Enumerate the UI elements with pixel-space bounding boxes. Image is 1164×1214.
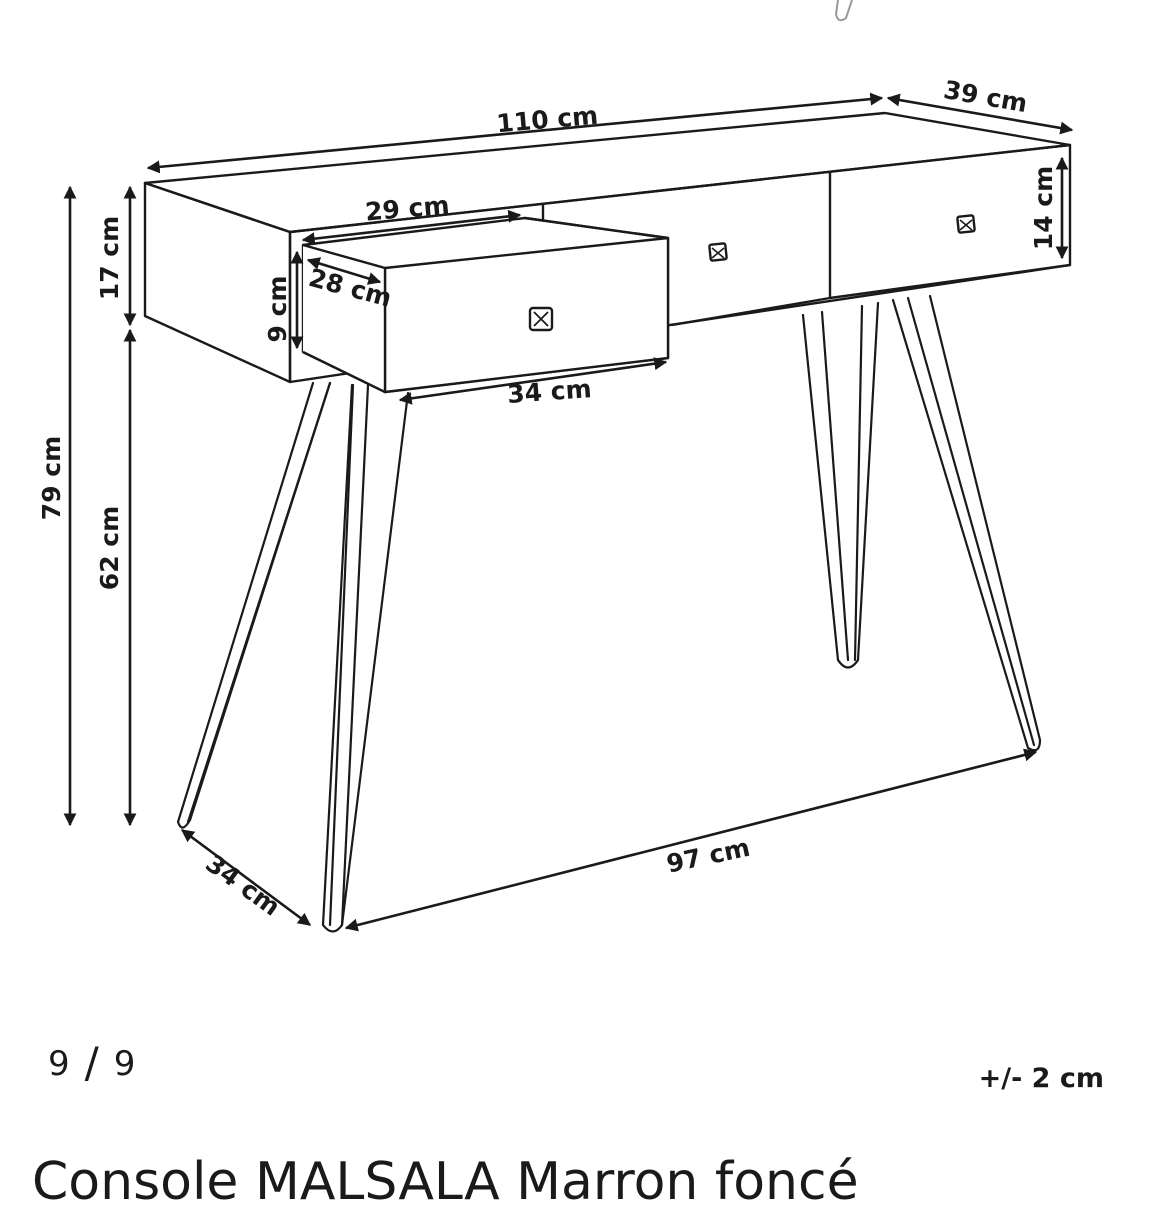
label-total-width: 110 cm [495,101,599,139]
product-dimension-drawing: 110 cm 39 cm 79 cm 17 cm 62 cm 14 cm 29 … [37,0,1074,933]
label-depth: 39 cm [941,75,1029,118]
label-leg-height: 62 cm [95,506,124,590]
hairpin-legs [176,294,1042,933]
gallery-counter: 9 / 9 [48,1036,137,1087]
label-drawer-front-width: 34 cm [506,374,592,409]
label-total-height: 79 cm [37,436,66,520]
product-title: Console MALSALA Marron foncé [32,1152,859,1212]
gallery-counter-separator: / [84,1038,100,1087]
dimension-labels: 110 cm 39 cm 79 cm 17 cm 62 cm 14 cm 29 … [37,75,1058,922]
previous-image-fragment [834,0,853,22]
label-drawer-height: 14 cm [1029,166,1058,250]
dimension-lines [63,92,1074,932]
label-top-height: 17 cm [95,216,124,300]
open-drawer [301,216,670,394]
tolerance-note: +/- 2 cm [978,1063,1104,1094]
label-leg-span-depth: 34 cm [200,849,285,922]
label-drawer-inner-height: 9 cm [263,276,292,343]
gallery-counter-total: 9 [113,1044,137,1084]
label-drawer-inner-width: 29 cm [364,190,451,226]
product-image-gallery[interactable]: 110 cm 39 cm 79 cm 17 cm 62 cm 14 cm 29 … [0,0,1164,1030]
gallery-counter-current: 9 [48,1044,71,1084]
label-leg-span-width: 97 cm [664,833,753,879]
